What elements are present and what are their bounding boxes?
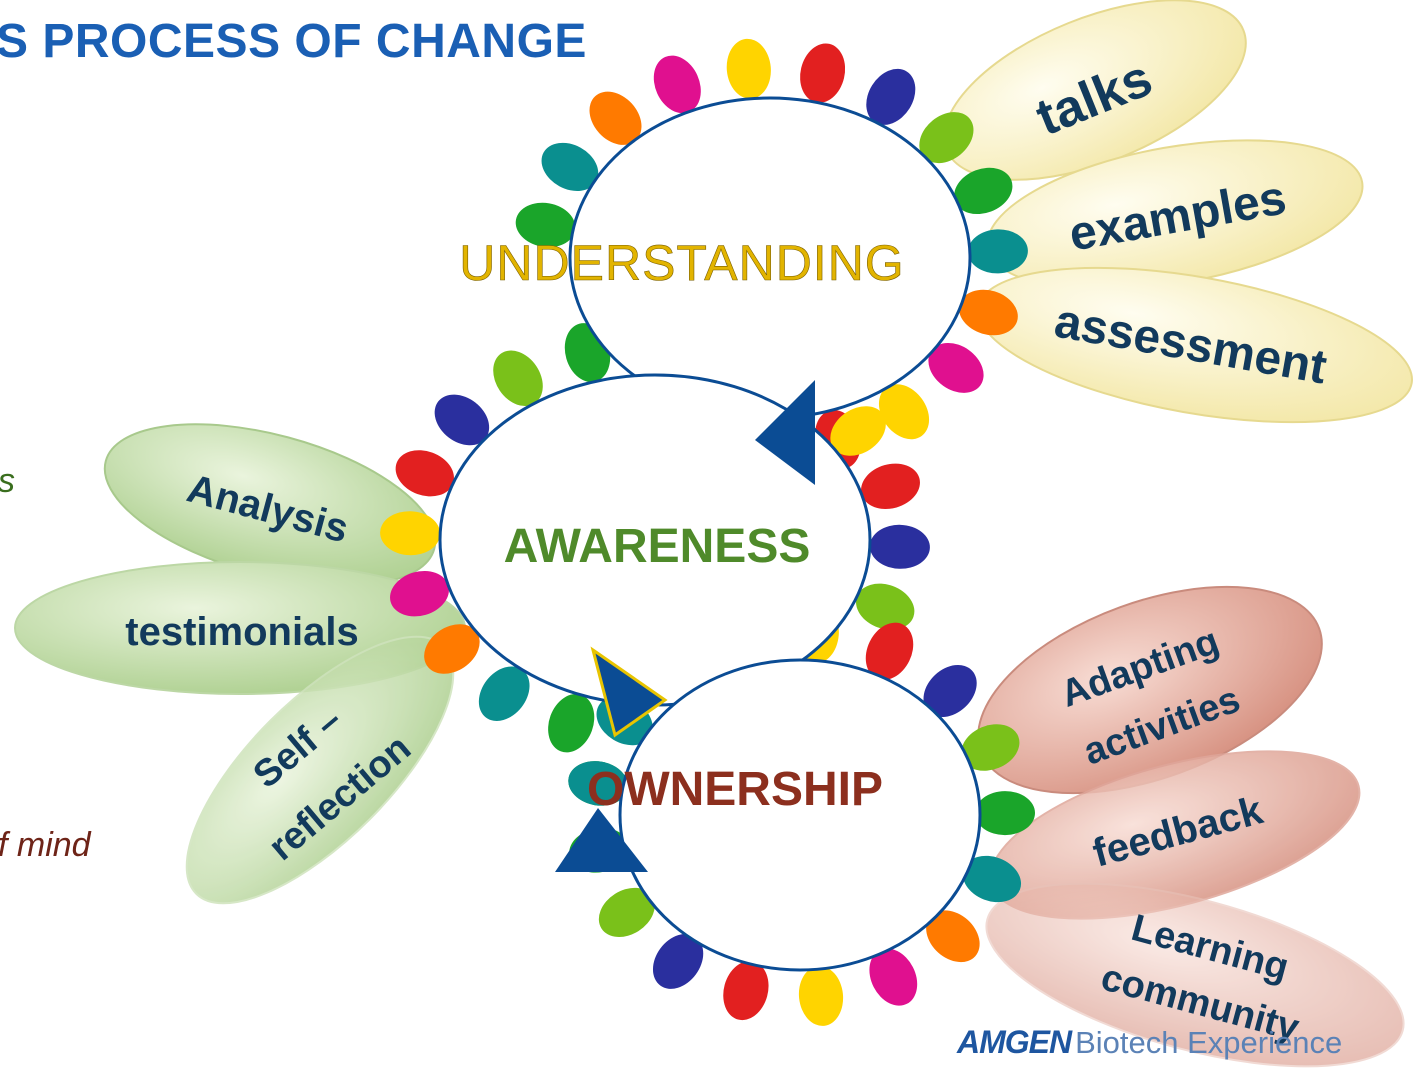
bead [928, 342, 984, 393]
logo-text: Biotech Experience [1075, 1025, 1343, 1060]
logo-brand: AMGEN [957, 1024, 1072, 1060]
bead [589, 91, 642, 145]
page-title: S PROCESS OF CHANGE [0, 15, 587, 68]
bead [515, 202, 576, 248]
bead [723, 961, 769, 1021]
bead [869, 524, 930, 569]
awareness-side-text: s [0, 462, 15, 501]
bead [856, 583, 915, 630]
arrow-into-ownership [555, 808, 648, 872]
bead [478, 666, 530, 721]
arrow-understanding-to-awareness [755, 380, 815, 485]
awareness-petals [14, 423, 466, 905]
bead [919, 112, 974, 164]
bead [493, 350, 543, 407]
bead [726, 38, 771, 99]
bead [958, 289, 1018, 336]
bead [962, 855, 1022, 903]
bead [866, 68, 916, 125]
bead [652, 933, 704, 989]
stage-ownership: OWNERSHIP [587, 763, 883, 816]
label-testimonials: testimonials [125, 610, 358, 654]
bead [568, 761, 628, 806]
bead [548, 694, 595, 753]
bead [424, 624, 480, 674]
stage-understanding: UNDERSTANDING [459, 235, 904, 291]
bead [926, 910, 980, 963]
petal-learning-community [985, 882, 1405, 1068]
understanding-petals [943, 0, 1413, 424]
bead [975, 791, 1035, 836]
bead [961, 724, 1020, 771]
arrow-awareness-to-ownership [590, 646, 668, 738]
bead [434, 394, 490, 446]
bead [598, 887, 655, 937]
bead [653, 55, 701, 114]
bead [865, 622, 914, 680]
bead [923, 664, 977, 718]
bead [395, 450, 454, 497]
bead [967, 229, 1028, 274]
bead [798, 966, 844, 1026]
bead [380, 511, 441, 556]
bead [954, 167, 1013, 215]
ownership-side-text: f mind [0, 826, 91, 864]
bead [390, 570, 449, 617]
bead [830, 406, 886, 456]
bead [861, 463, 920, 510]
bead [541, 142, 599, 191]
ownership-circle [618, 658, 982, 972]
bead [800, 43, 846, 103]
stage-awareness: AWARENESS [504, 520, 811, 573]
bead [878, 384, 930, 440]
ownership-petals [977, 585, 1405, 1068]
bead [869, 948, 918, 1006]
